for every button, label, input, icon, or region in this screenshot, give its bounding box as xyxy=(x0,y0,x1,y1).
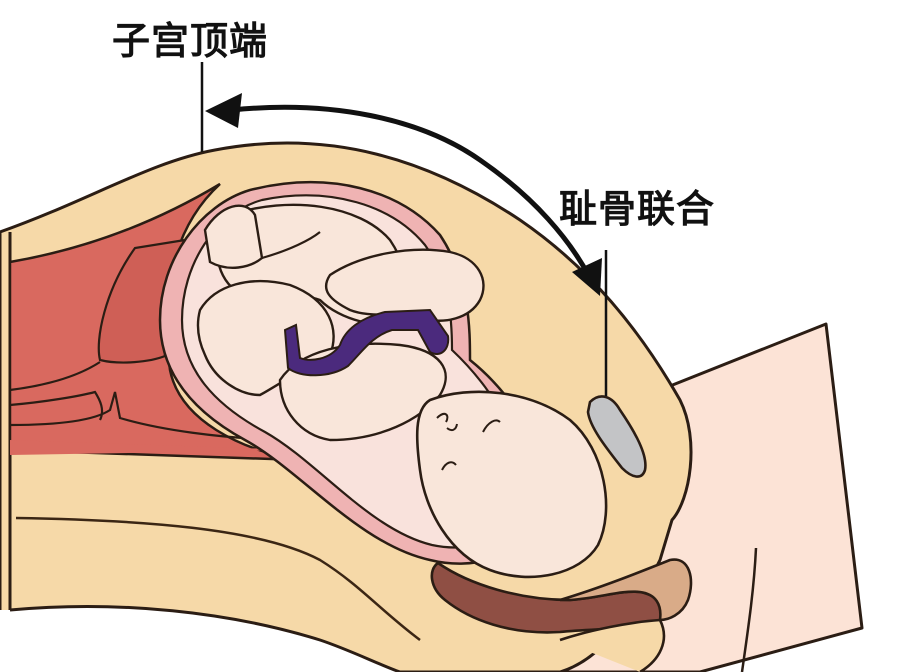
fetus-foot xyxy=(203,204,264,269)
organ-strands xyxy=(9,361,281,442)
fetal-ear xyxy=(436,412,458,432)
label-pubic-symphysis: 耻骨联合 xyxy=(559,187,716,231)
fetal-head xyxy=(415,390,608,579)
fetal-brow xyxy=(482,419,501,433)
thigh-crease xyxy=(740,547,758,672)
pubic-bone xyxy=(586,395,647,478)
lower-back-edge xyxy=(9,605,401,672)
lower-back-cut xyxy=(0,606,400,672)
fetus-arm xyxy=(324,248,485,322)
arrowhead-left-icon xyxy=(205,93,242,128)
fetal-eye xyxy=(441,461,457,471)
perineum xyxy=(559,558,693,622)
perineal-lower xyxy=(559,618,666,672)
umbilical-cord xyxy=(283,308,450,377)
inner-fat-line xyxy=(15,516,421,641)
fundal-height-arrow xyxy=(229,104,593,281)
label-uterine-fundus: 子宫顶端 xyxy=(112,19,269,63)
fetus-leg-line xyxy=(261,231,321,260)
arrowhead-right-icon xyxy=(572,258,602,296)
organ-lower xyxy=(10,440,300,455)
